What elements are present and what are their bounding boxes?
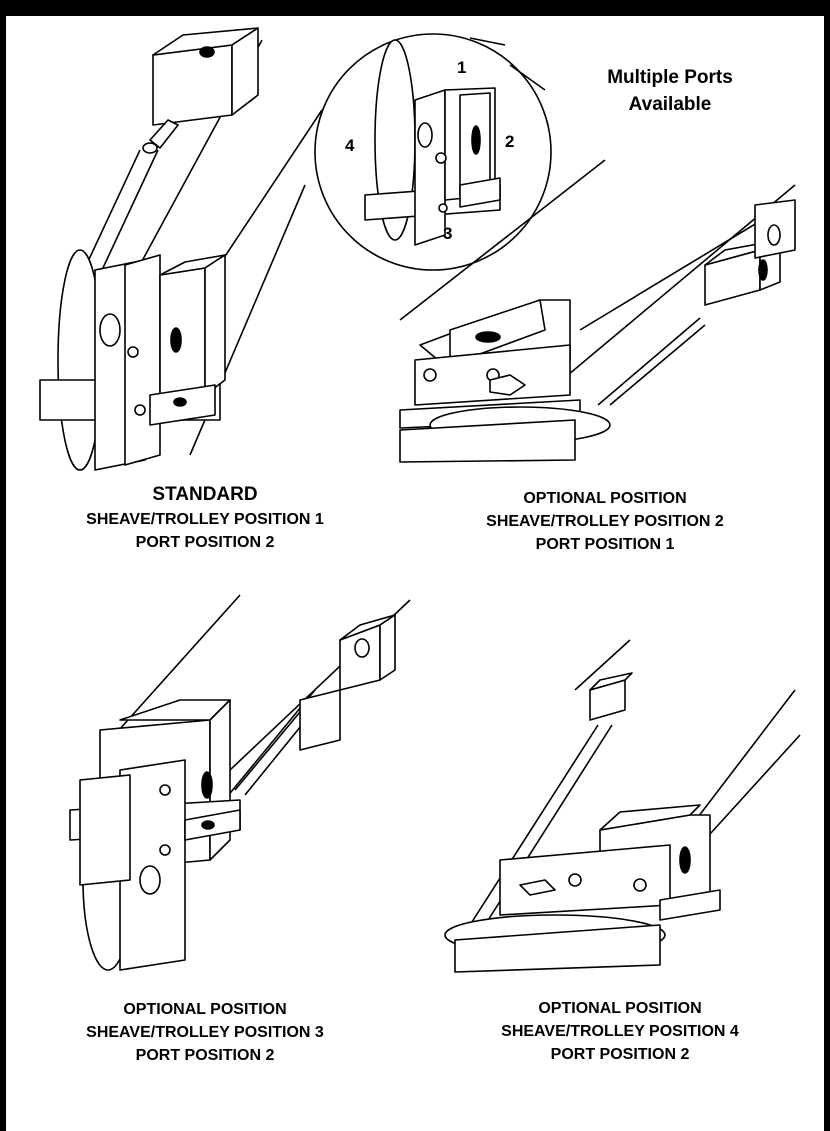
caption-position-3-line2: SHEAVE/TROLLEY POSITION 3 bbox=[86, 1024, 324, 1041]
optional-position-4-drawing bbox=[444, 639, 801, 973]
caption-standard: STANDARD SHEAVE/TROLLEY POSITION 1 PORT … bbox=[40, 482, 370, 554]
caption-standard-line3: PORT POSITION 2 bbox=[135, 534, 275, 551]
optional-position-2-drawing bbox=[399, 159, 796, 463]
multiple-ports-line2: Available bbox=[628, 94, 712, 115]
caption-position-4-line1: OPTIONAL POSITION bbox=[538, 1000, 702, 1017]
multiple-ports-label: Multiple Ports Available bbox=[585, 64, 755, 118]
port-label-4: 4 bbox=[345, 136, 355, 155]
caption-position-3: OPTIONAL POSITION SHEAVE/TROLLEY POSITIO… bbox=[40, 998, 370, 1067]
caption-position-2-line1: OPTIONAL POSITION bbox=[523, 490, 687, 507]
ports-inset-drawing bbox=[314, 33, 552, 271]
caption-position-3-line1: OPTIONAL POSITION bbox=[123, 1001, 287, 1018]
caption-position-2-line3: PORT POSITION 1 bbox=[535, 536, 675, 553]
caption-position-2-line2: SHEAVE/TROLLEY POSITION 2 bbox=[486, 513, 724, 530]
caption-position-3-line3: PORT POSITION 2 bbox=[135, 1047, 275, 1064]
multiple-ports-line1: Multiple Ports bbox=[607, 67, 733, 88]
caption-standard-line1: STANDARD bbox=[152, 484, 258, 505]
caption-position-2: OPTIONAL POSITION SHEAVE/TROLLEY POSITIO… bbox=[440, 487, 770, 556]
caption-position-4-line2: SHEAVE/TROLLEY POSITION 4 bbox=[501, 1023, 739, 1040]
port-label-1: 1 bbox=[457, 58, 467, 77]
port-label-2: 2 bbox=[505, 132, 515, 151]
port-label-3: 3 bbox=[443, 224, 453, 243]
standard-position-drawing bbox=[39, 27, 323, 471]
caption-position-4: OPTIONAL POSITION SHEAVE/TROLLEY POSITIO… bbox=[455, 997, 785, 1066]
caption-standard-line2: SHEAVE/TROLLEY POSITION 1 bbox=[86, 511, 324, 528]
caption-position-4-line3: PORT POSITION 2 bbox=[550, 1046, 690, 1063]
optional-position-3-drawing bbox=[69, 594, 411, 971]
